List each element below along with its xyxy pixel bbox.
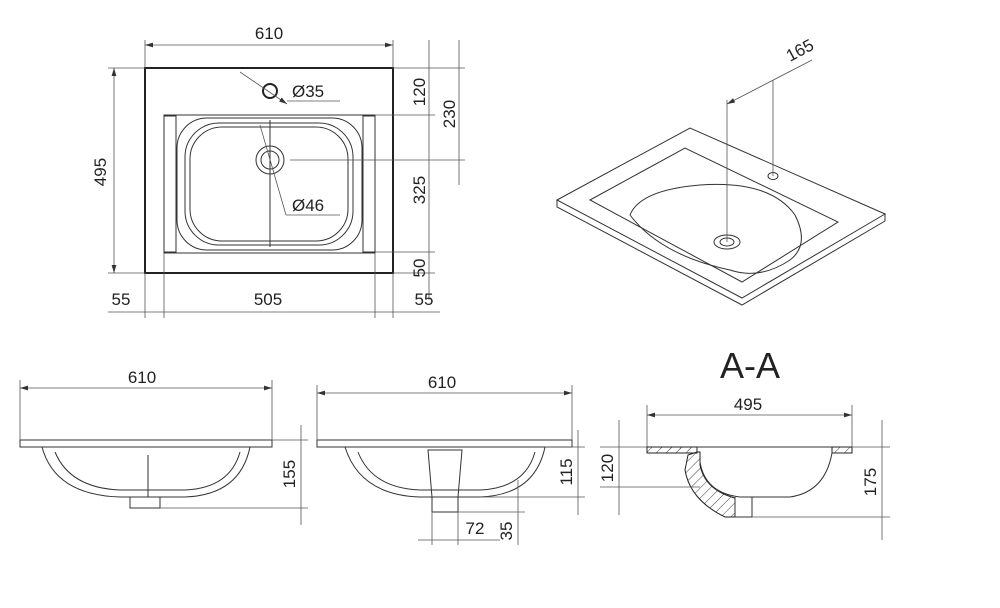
front2-width-dimension: 610	[428, 373, 456, 392]
dim-inner-width: 505	[254, 290, 282, 309]
iso-basin	[588, 147, 840, 283]
drain-diameter-label: Ø46	[292, 196, 324, 215]
section-title: A-A	[720, 345, 780, 386]
section-hatch	[647, 446, 736, 518]
dim-35: 35	[497, 522, 516, 541]
depth-dimension: 495	[91, 158, 110, 186]
dim-165: 165	[783, 35, 817, 65]
basin-inner	[184, 122, 354, 246]
dim-margin-left: 55	[112, 290, 131, 309]
basin-outer	[176, 117, 363, 251]
dim-72: 72	[466, 519, 485, 538]
tap-hole-icon	[262, 83, 278, 99]
front1-width-dimension: 610	[128, 368, 156, 387]
drain-icon	[255, 145, 285, 175]
top-view: Ø35 Ø46 610 495 120 230 325 50 55 505 55	[91, 24, 465, 318]
countertop-outline	[144, 67, 394, 274]
dim-120: 120	[410, 78, 429, 106]
dim-230: 230	[440, 100, 459, 128]
dim-margin-right: 55	[415, 290, 434, 309]
front-view-1: 610 155	[19, 368, 308, 525]
front1-height-dimension: 155	[280, 460, 299, 488]
dim-175: 175	[861, 468, 880, 496]
section-depth-dimension: 495	[734, 395, 762, 414]
front-view-2: 610 115 35 72	[316, 373, 585, 545]
tap-hole-diameter-label: Ø35	[292, 82, 324, 101]
iso-countertop	[555, 127, 887, 299]
isometric-view: 165	[555, 35, 887, 306]
dim-325: 325	[410, 176, 429, 204]
drain-outlet	[129, 496, 161, 509]
dim-50: 50	[410, 259, 429, 278]
dim-120-section: 120	[598, 454, 617, 482]
width-dimension: 610	[255, 24, 283, 43]
section-view: A-A 495 120 175	[598, 345, 890, 540]
dim-115: 115	[557, 458, 576, 485]
drain-column	[427, 449, 463, 513]
